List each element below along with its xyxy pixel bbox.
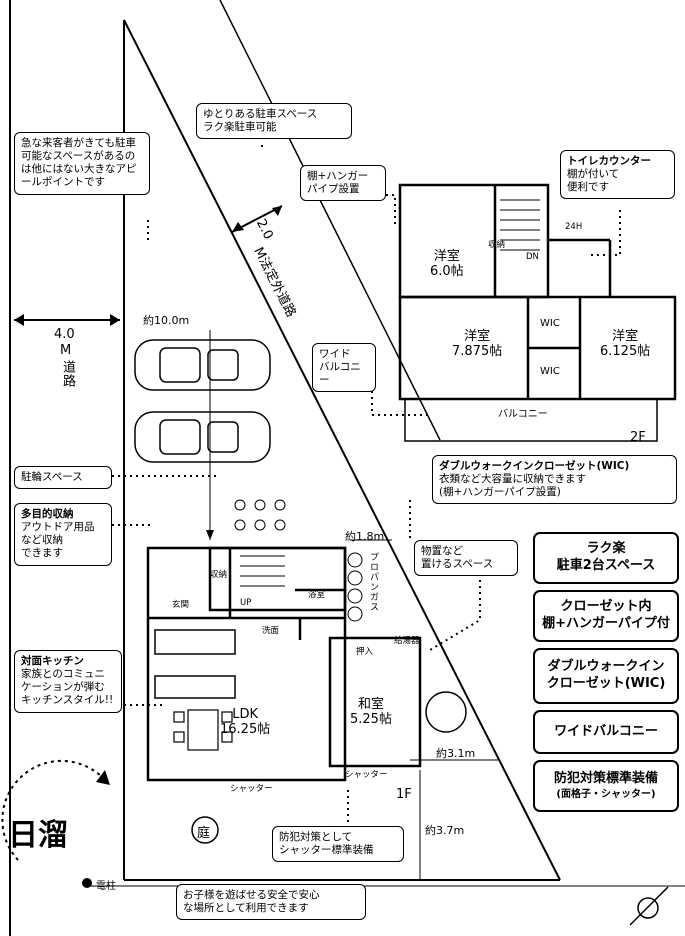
floor1-storage: 収納 [210, 570, 228, 580]
dim-3-7m: 約3.7m [425, 824, 465, 837]
floor2-room1: 洋室 6.0帖 [430, 249, 464, 280]
diagonal-road-edge-2 [219, 0, 441, 441]
feature-security: 防犯対策標準装備 (面格子・シャッター) [533, 760, 679, 812]
road-west-label: 道路 [60, 360, 75, 388]
callout-shutter-text: 防犯対策として シャッター標準装備 [279, 831, 374, 857]
car-2 [134, 411, 271, 463]
floor2-room2-size: 7.875帖 [452, 343, 503, 359]
feature-wic-text: ダブルウォークイン クローゼット(WIC) [546, 659, 666, 691]
callout-shutter: 防犯対策として シャッター標準装備 [272, 826, 404, 863]
floor2-wic-2: WIC [540, 366, 560, 377]
feature-closet-text: クローゼット内 棚+ハンガーパイプ付 [542, 599, 670, 631]
callout-kitchen: 対面キッチン 家族とのコミュニケーションが弾むキッチンスタイル!! [14, 650, 122, 713]
callout-toilet-counter-title: トイレカウンター [567, 155, 651, 167]
floor1-up: UP [240, 598, 252, 608]
utility-pole [82, 878, 92, 888]
road-west-width: 4.0 [54, 327, 75, 342]
floor2-storage: 収納 [488, 240, 506, 250]
floor1-washitsu-size: 5.25帖 [350, 711, 392, 727]
car-1 [134, 339, 271, 391]
callout-parking-easy-text: ゆとりある駐車スペース ラク楽駐車可能 [203, 108, 318, 134]
callout-storage: 多目的収納 アウトドア用品 など収納 できます [14, 503, 112, 566]
callout-wide-balcony: ワイド バルコニー [312, 343, 376, 393]
floor2-balcony-label: バルコニー [498, 409, 548, 420]
floor2-room3-name: 洋室 [612, 329, 639, 344]
sun-label: 日溜 [8, 818, 68, 853]
callout-parking-easy: ゆとりある駐車スペース ラク楽駐車可能 [196, 103, 352, 140]
callout-wide-balcony-text: ワイド バルコニー [319, 348, 361, 387]
floor2-balcony [404, 398, 658, 442]
dim-1-8m: 約1.8m [345, 530, 385, 543]
floor1-boiler: 給湯器 [394, 636, 420, 646]
yard-symbol: 庭 [197, 826, 211, 841]
floor1-shutter-2: シャッター [345, 770, 388, 780]
callout-shelf-hanger-text: 棚+ハンガー パイプ設置 [307, 170, 369, 196]
feature-parking: ラク楽 駐車2台スペース [533, 532, 679, 584]
floor2-room2: 洋室 7.875帖 [452, 329, 503, 360]
callout-wic-title: ダブルウォークインクローゼット(WIC) [439, 460, 630, 472]
dim-3-1m: 約3.1m [436, 747, 476, 760]
feature-wic: ダブルウォークイン クローゼット(WIC) [533, 648, 679, 704]
floor2-room1-size: 6.0帖 [430, 263, 464, 279]
utility-pole-label: 電柱 [96, 881, 116, 892]
floor1-powder: 洗面 [262, 626, 280, 636]
diagonal-road-edge-1 [123, 19, 561, 881]
floor1-propane: プロパンガス [368, 552, 378, 612]
floor2-room3: 洋室 6.125帖 [600, 329, 651, 360]
callout-yard-text: お子様を遊ばせる安全で安心 な場所として利用できます [183, 889, 320, 915]
floor1-entrance: 玄関 [172, 600, 190, 610]
floor2-wic-1: WIC [540, 318, 560, 329]
callout-items-space: 物置など 置けるスペース [414, 540, 518, 577]
dining-table [173, 709, 233, 751]
callout-bike-space: 駐輪スペース [14, 466, 112, 490]
feature-security-text: 防犯対策標準装備 [553, 771, 658, 787]
floor1-ldk-name: LDK [232, 707, 258, 722]
floor1-washitsu-name: 和室 [357, 697, 384, 712]
floor2-room3-size: 6.125帖 [600, 343, 651, 359]
shed-circle [425, 691, 467, 733]
sun-arrow [1, 759, 106, 861]
bicycles [234, 499, 286, 531]
floor1-label: 1F [396, 787, 412, 802]
callout-kitchen-body: 家族とのコミュニケーションが弾むキッチンスタイル!! [21, 668, 114, 707]
dim-10m: 約10.0m [143, 314, 190, 327]
floor1-bath: 浴室 [308, 590, 326, 600]
floor1-plan [146, 546, 422, 782]
feature-balcony-text: ワイドバルコニー [554, 723, 658, 739]
callout-yard: お子様を遊ばせる安全で安心 な場所として利用できます [176, 884, 366, 921]
feature-balcony: ワイドバルコニー [533, 710, 679, 754]
callout-storage-body: アウトドア用品 など収納 できます [21, 521, 95, 560]
callout-storage-title: 多目的収納 [21, 508, 74, 520]
callout-toilet-counter: トイレカウンター 棚が付いて 便利です [560, 150, 675, 200]
floor1-washitsu: 和室 5.25帖 [350, 697, 392, 728]
callout-toilet-counter-body: 棚が付いて 便利です [567, 168, 620, 194]
callout-wic-body: 衣類など大容量に収納できます (棚+ハンガーパイプ設置) [439, 473, 586, 499]
floor1-oshiire: 押入 [356, 647, 374, 657]
callout-shelf-hanger: 棚+ハンガー パイプ設置 [300, 165, 386, 202]
floor2-plan [398, 183, 677, 401]
floor1-ldk: LDK 16.25帖 [220, 707, 271, 738]
callout-visitor-parking: 急な来客者がきても駐車可能なスペースがあるのは他にはない大きなアピールポイントで… [14, 132, 150, 195]
feature-security-sub: (面格子・シャッター) [556, 788, 656, 800]
floor1-ldk-size: 16.25帖 [220, 721, 271, 737]
callout-items-space-text: 物置など 置けるスペース [421, 545, 494, 571]
propane-cylinders [347, 552, 363, 622]
callout-kitchen-title: 対面キッチン [21, 655, 84, 667]
callout-wic: ダブルウォークインクローゼット(WIC) 衣類など大容量に収納できます (棚+ハ… [432, 455, 677, 505]
callout-bike-space-text: 駐輪スペース [21, 471, 83, 483]
floor2-room1-name: 洋室 [433, 249, 460, 264]
floor1-shutter-1: シャッター [230, 784, 273, 794]
floor2-label: 2F [630, 430, 646, 445]
north-compass [629, 886, 669, 926]
kitchen-counter [154, 629, 236, 699]
feature-parking-text: ラク楽 駐車2台スペース [556, 541, 656, 573]
road-west-unit: M [60, 343, 72, 358]
floor2-wc-mark: 24H [565, 222, 583, 232]
callout-visitor-parking-text: 急な来客者がきても駐車可能なスペースがあるのは他にはない大きなアピールポイントで… [21, 137, 137, 189]
feature-closet: クローゼット内 棚+ハンガーパイプ付 [533, 590, 679, 642]
floor2-dn: DN [526, 252, 539, 262]
floor2-room2-name: 洋室 [464, 329, 491, 344]
